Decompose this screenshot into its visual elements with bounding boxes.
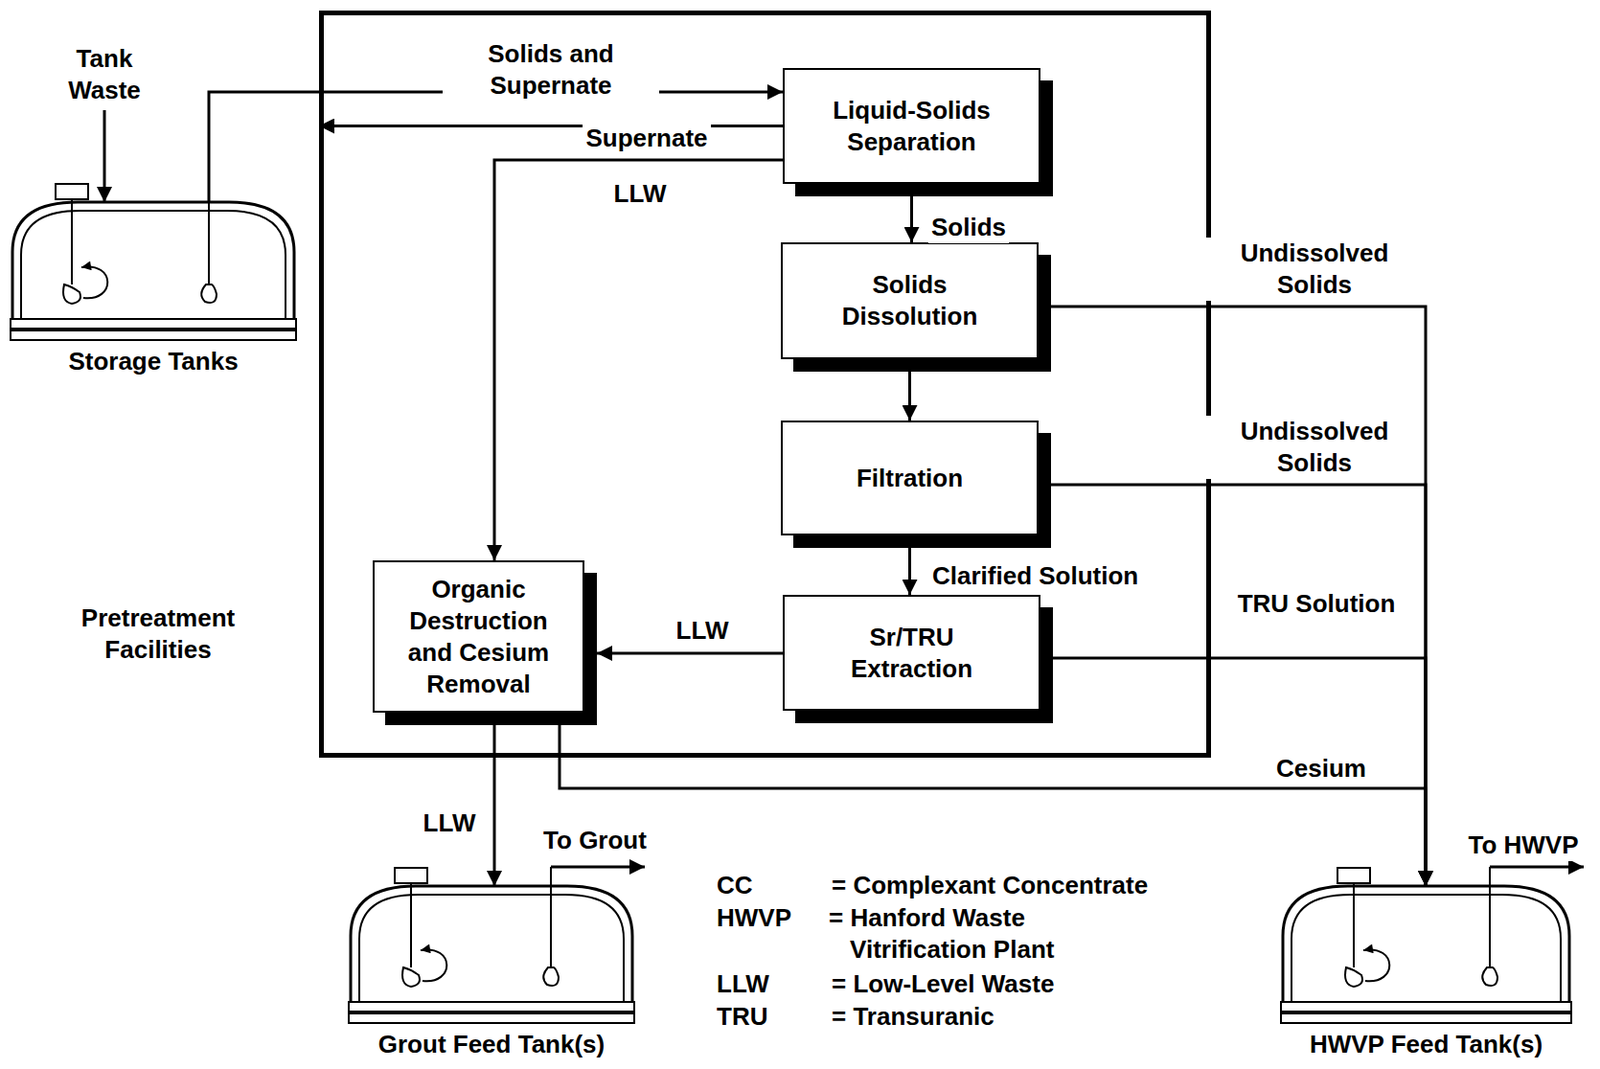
node-label: Grout Feed Tank(s) bbox=[310, 1028, 673, 1061]
legend-text: = Hanford Waste Vitrification Plant bbox=[828, 902, 1141, 966]
mixer-pump bbox=[402, 967, 420, 987]
mixer-pump bbox=[1345, 967, 1363, 987]
storage-tank: Storage Tanks bbox=[10, 199, 297, 341]
flow-arrow bbox=[1040, 658, 1426, 887]
legend-text: HWVP bbox=[713, 902, 795, 935]
process-label: Organic Destruction and Cesium Removal bbox=[397, 573, 560, 701]
edge-label: Supernate bbox=[582, 122, 710, 155]
tank-dome bbox=[350, 886, 633, 1003]
edge-label: LLW bbox=[420, 807, 480, 840]
stream-label: Tank Waste bbox=[44, 43, 165, 107]
process-box: Organic Destruction and Cesium Removal bbox=[372, 560, 585, 713]
stream-label: LLW bbox=[611, 178, 670, 210]
tank-liner bbox=[21, 210, 286, 320]
process-box: Filtration bbox=[780, 420, 1039, 536]
riser-pipe bbox=[549, 867, 552, 968]
legend-text: = Low-Level Waste bbox=[828, 968, 1057, 1001]
legend-text: = Transuranic bbox=[828, 1001, 998, 1033]
edge-label: Undissolved Solids bbox=[1206, 237, 1423, 301]
mixer-swirl bbox=[81, 266, 108, 298]
outlet-pipe bbox=[1489, 866, 1584, 869]
mixer-swirl bbox=[1363, 949, 1390, 982]
inflow-arrow bbox=[103, 110, 107, 203]
process-label: Liquid-Solids Separation bbox=[807, 94, 1016, 159]
flow-arrow bbox=[908, 359, 912, 421]
flow-arrow bbox=[559, 712, 1426, 887]
tank-dome bbox=[12, 202, 295, 320]
process-label: Solids Dissolution bbox=[805, 269, 1014, 333]
tank-base bbox=[1280, 1002, 1572, 1012]
mixer-shaft bbox=[70, 199, 73, 285]
process-box: Liquid-Solids Separation bbox=[782, 68, 1041, 184]
mixer-motor bbox=[1337, 868, 1371, 884]
tank-outline bbox=[1280, 883, 1572, 1024]
storage-tank: HWVP Feed Tank(s) bbox=[1280, 883, 1572, 1024]
mixer-shaft bbox=[410, 883, 412, 968]
stream-label: To HWVP bbox=[1464, 829, 1581, 862]
tank-outline bbox=[10, 199, 297, 341]
tank-liner bbox=[359, 894, 624, 1003]
edge-label: Clarified Solution bbox=[929, 560, 1142, 593]
storage-tank: Grout Feed Tank(s) bbox=[348, 883, 635, 1024]
tank-liner bbox=[1291, 894, 1561, 1003]
mixer-pump bbox=[63, 284, 81, 304]
flow-arrow bbox=[493, 712, 497, 887]
facility-frame: Liquid-Solids SeparationSolids Dissoluti… bbox=[319, 10, 1212, 758]
node-label: HWVP Feed Tank(s) bbox=[1242, 1028, 1600, 1061]
process-label: Filtration bbox=[856, 462, 963, 495]
edge-label: Solids bbox=[928, 211, 1009, 244]
edge-label: Undissolved Solids bbox=[1206, 415, 1423, 480]
edge-label: Solids and Supernate bbox=[442, 38, 660, 102]
mixer-shaft bbox=[1352, 883, 1355, 968]
legend-text: LLW bbox=[713, 968, 773, 1001]
transfer-pump bbox=[1482, 967, 1498, 986]
process-box: Sr/TRU Extraction bbox=[782, 594, 1041, 711]
mixer-swirl bbox=[420, 949, 447, 982]
stream-label: To Grout bbox=[540, 824, 650, 857]
process-box: Solids Dissolution bbox=[780, 242, 1039, 360]
mixer-motor bbox=[394, 868, 428, 884]
flow-arrow bbox=[494, 160, 783, 561]
tank-base bbox=[348, 1002, 635, 1012]
flow-arrow bbox=[1038, 306, 1426, 887]
transfer-pump bbox=[201, 284, 217, 303]
node-label: Storage Tanks bbox=[0, 345, 335, 378]
outlet-pipe bbox=[550, 866, 645, 869]
legend-text: CC bbox=[713, 869, 756, 902]
flow-arrow bbox=[1038, 484, 1426, 887]
tank-foundation bbox=[348, 1013, 635, 1024]
flow-arrow bbox=[910, 183, 914, 243]
tank-base bbox=[10, 319, 297, 329]
mixer-motor bbox=[55, 183, 89, 200]
riser-pipe bbox=[207, 202, 210, 285]
edge-label: TRU Solution bbox=[1232, 588, 1401, 620]
legend-text: TRU bbox=[713, 1001, 771, 1033]
tank-foundation bbox=[10, 330, 297, 341]
edge-label: LLW bbox=[673, 615, 732, 647]
node-label: Pretreatment Facilities bbox=[52, 602, 264, 666]
tank-foundation bbox=[1280, 1013, 1572, 1024]
tank-dome bbox=[1282, 886, 1570, 1003]
riser-pipe bbox=[1488, 867, 1491, 968]
tank-outline bbox=[348, 883, 635, 1024]
flow-arrow bbox=[596, 652, 783, 656]
transfer-pump bbox=[543, 967, 559, 986]
legend-text: = Complexant Concentrate bbox=[828, 869, 1151, 902]
process-label: Sr/TRU Extraction bbox=[807, 621, 1016, 686]
flow-arrow bbox=[908, 535, 912, 595]
edge-label: Cesium bbox=[1273, 753, 1370, 785]
